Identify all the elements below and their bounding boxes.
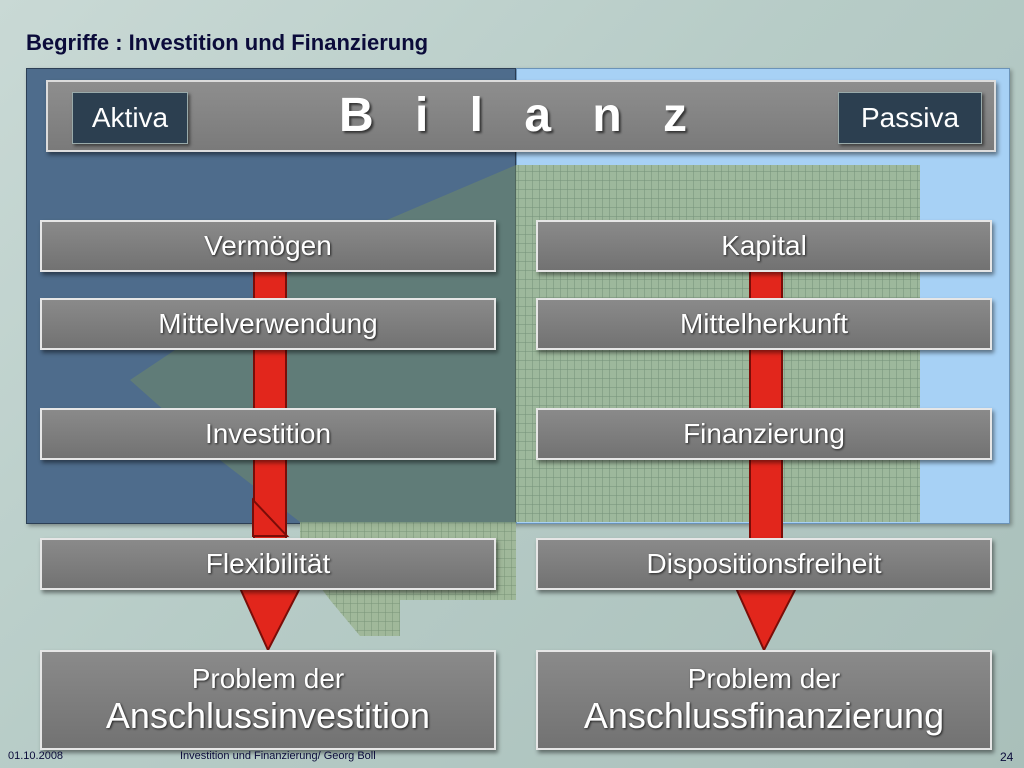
dispositionsfreiheit-box: Dispositionsfreiheit — [536, 538, 992, 590]
investition-box: Investition — [40, 408, 496, 460]
flexibilitaet-box: Flexibilität — [40, 538, 496, 590]
aktiva-label: Aktiva — [72, 92, 188, 144]
mittelherkunft-box: Mittelherkunft — [536, 298, 992, 350]
vermoegen-box: Vermögen — [40, 220, 496, 272]
problem-right-line2: Anschlussfinanzierung — [583, 695, 945, 736]
problem-anschlussfinanzierung-box: Problem der Anschlussfinanzierung — [536, 650, 992, 750]
problem-left-line1: Problem der — [191, 663, 345, 694]
footer-page-number: 24 — [1000, 750, 1014, 764]
footer-center-text: Investition und Finanzierung/ Georg Boll — [180, 750, 376, 762]
problem-right-line1: Problem der — [687, 663, 841, 694]
left-arrow-head — [238, 587, 302, 653]
right-arrow-head — [734, 587, 798, 653]
footer-date: 01.10.2008 — [8, 750, 64, 762]
problem-anschlussinvestition-box: Problem der Anschlussinvestition — [40, 650, 496, 750]
problem-left-line2: Anschlussinvestition — [105, 695, 431, 736]
slide-title: Begriffe : Investition und Finanzierung — [26, 30, 429, 55]
kapital-box: Kapital — [536, 220, 992, 272]
bilanz-title: B i l a n z — [338, 89, 702, 142]
mittelverwendung-box: Mittelverwendung — [40, 298, 496, 350]
bilanz-header-bar — [46, 80, 996, 152]
passiva-label: Passiva — [838, 92, 982, 144]
finanzierung-box: Finanzierung — [536, 408, 992, 460]
